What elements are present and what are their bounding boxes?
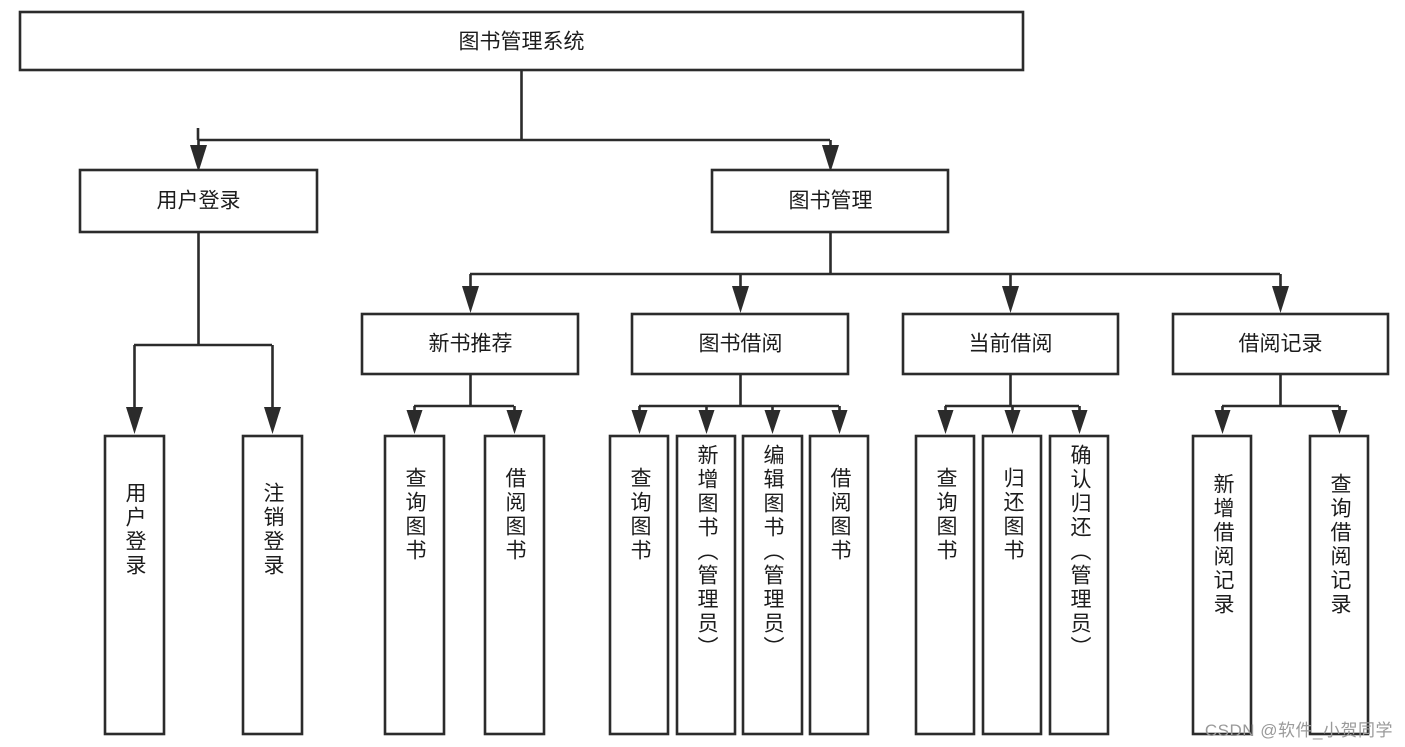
node-box[interactable]: [78, 168, 319, 234]
node-leaf-borrow-book-b[interactable]: 借阅图书: [808, 434, 870, 736]
node-label: 查询借阅记录: [1328, 473, 1352, 617]
arrow-head-icon: [1071, 410, 1088, 434]
arrow-head-icon: [822, 145, 839, 172]
node-label: 借阅图书: [503, 467, 527, 563]
arrow-head-icon: [406, 410, 423, 434]
node-label: 当前借阅: [969, 333, 1053, 356]
node-leaf-borrow-book-a[interactable]: 借阅图书: [483, 434, 546, 736]
node-leaf-query-book-a[interactable]: 查询图书: [383, 434, 446, 736]
node-box[interactable]: [675, 434, 737, 736]
arrow-head-icon: [190, 145, 207, 172]
node-leaf-user-login[interactable]: 用户登录: [103, 434, 166, 736]
node-leaf-confirm-return-admin[interactable]: 确认归还（管理员）: [1048, 434, 1110, 736]
node-box[interactable]: [808, 434, 870, 736]
node-leaf-add-book-admin[interactable]: 新增图书（管理员）: [675, 434, 737, 736]
node-label: 图书借阅: [699, 333, 783, 356]
node-label: 确认归还（管理员）: [1068, 444, 1092, 660]
arrow-head-icon: [1331, 410, 1348, 434]
node-box[interactable]: [241, 434, 304, 736]
node-label: 查询图书: [628, 467, 652, 563]
node-label: 归还图书: [1001, 467, 1025, 563]
node-leaf-return-book[interactable]: 归还图书: [981, 434, 1043, 736]
node-label: 编辑图书（管理员）: [761, 444, 785, 660]
connector-borrowrecord-to-leaves: [1214, 374, 1348, 434]
arrow-head-icon: [1004, 410, 1021, 434]
node-label: 新增借阅记录: [1211, 473, 1235, 617]
node-box[interactable]: [1191, 434, 1253, 736]
node-book-management[interactable]: 图书管理: [710, 168, 950, 234]
node-box[interactable]: [741, 434, 804, 736]
arrow-head-icon: [506, 410, 523, 434]
arrow-head-icon: [732, 286, 749, 313]
arrow-head-icon: [1002, 286, 1019, 313]
node-leaf-logout[interactable]: 注销登录: [241, 434, 304, 736]
arrow-head-icon: [1272, 286, 1289, 313]
node-label: 查询图书: [403, 467, 427, 563]
node-box[interactable]: [360, 312, 580, 376]
node-label: 新书推荐: [429, 333, 513, 356]
arrow-head-icon: [698, 410, 715, 434]
arrow-head-icon: [462, 286, 479, 313]
node-label: 图书管理: [789, 190, 873, 213]
node-label: 图书管理系统: [459, 31, 585, 54]
node-leaf-query-book-c[interactable]: 查询图书: [914, 434, 976, 736]
node-box[interactable]: [901, 312, 1120, 376]
connector-bookborrow-to-leaves: [631, 374, 848, 434]
arrow-head-icon: [937, 410, 954, 434]
arrow-head-icon: [631, 410, 648, 434]
arrow-head-icon: [126, 407, 143, 434]
connector-userlogin-to-leaves: [126, 232, 281, 434]
node-root-system[interactable]: 图书管理系统: [18, 10, 1025, 72]
node-leaf-query-book-b[interactable]: 查询图书: [608, 434, 670, 736]
node-label: 查询图书: [934, 467, 958, 563]
csdn-watermark: CSDN @软件_小贺同学: [1204, 721, 1393, 740]
node-label: 用户登录: [157, 190, 241, 213]
node-box[interactable]: [630, 312, 850, 376]
node-label: 借阅图书: [828, 467, 852, 563]
node-box[interactable]: [18, 10, 1025, 72]
node-box[interactable]: [710, 168, 950, 234]
node-box[interactable]: [483, 434, 546, 736]
node-leaf-add-borrow-record[interactable]: 新增借阅记录: [1191, 434, 1253, 736]
arrow-head-icon: [1214, 410, 1231, 434]
node-label: 新增图书（管理员）: [695, 444, 719, 660]
node-box[interactable]: [1171, 312, 1390, 376]
node-user-login[interactable]: 用户登录: [78, 168, 319, 234]
node-current-borrow[interactable]: 当前借阅: [901, 312, 1120, 376]
connector-root-to-level2: [190, 70, 839, 172]
node-book-borrow[interactable]: 图书借阅: [630, 312, 850, 376]
node-leaf-query-borrow-record[interactable]: 查询借阅记录: [1308, 434, 1370, 736]
arrow-head-icon: [764, 410, 781, 434]
node-box[interactable]: [103, 434, 166, 736]
connector-bookmgmt-to-level3: [462, 232, 1289, 313]
arrow-head-icon: [264, 407, 281, 434]
node-box[interactable]: [608, 434, 670, 736]
node-box[interactable]: [1048, 434, 1110, 736]
node-box[interactable]: [383, 434, 446, 736]
node-label: 借阅记录: [1239, 333, 1323, 356]
node-borrow-record[interactable]: 借阅记录: [1171, 312, 1390, 376]
node-box[interactable]: [1308, 434, 1370, 736]
connector-currentborrow-to-leaves: [937, 374, 1088, 434]
node-leaf-edit-book-admin[interactable]: 编辑图书（管理员）: [741, 434, 804, 736]
node-new-book-recommend[interactable]: 新书推荐: [360, 312, 580, 376]
arrow-head-icon: [831, 410, 848, 434]
connector-newbook-to-leaves: [406, 374, 523, 434]
node-box[interactable]: [981, 434, 1043, 736]
node-box[interactable]: [914, 434, 976, 736]
node-label: 用户登录: [123, 482, 147, 578]
node-label: 注销登录: [261, 482, 285, 578]
